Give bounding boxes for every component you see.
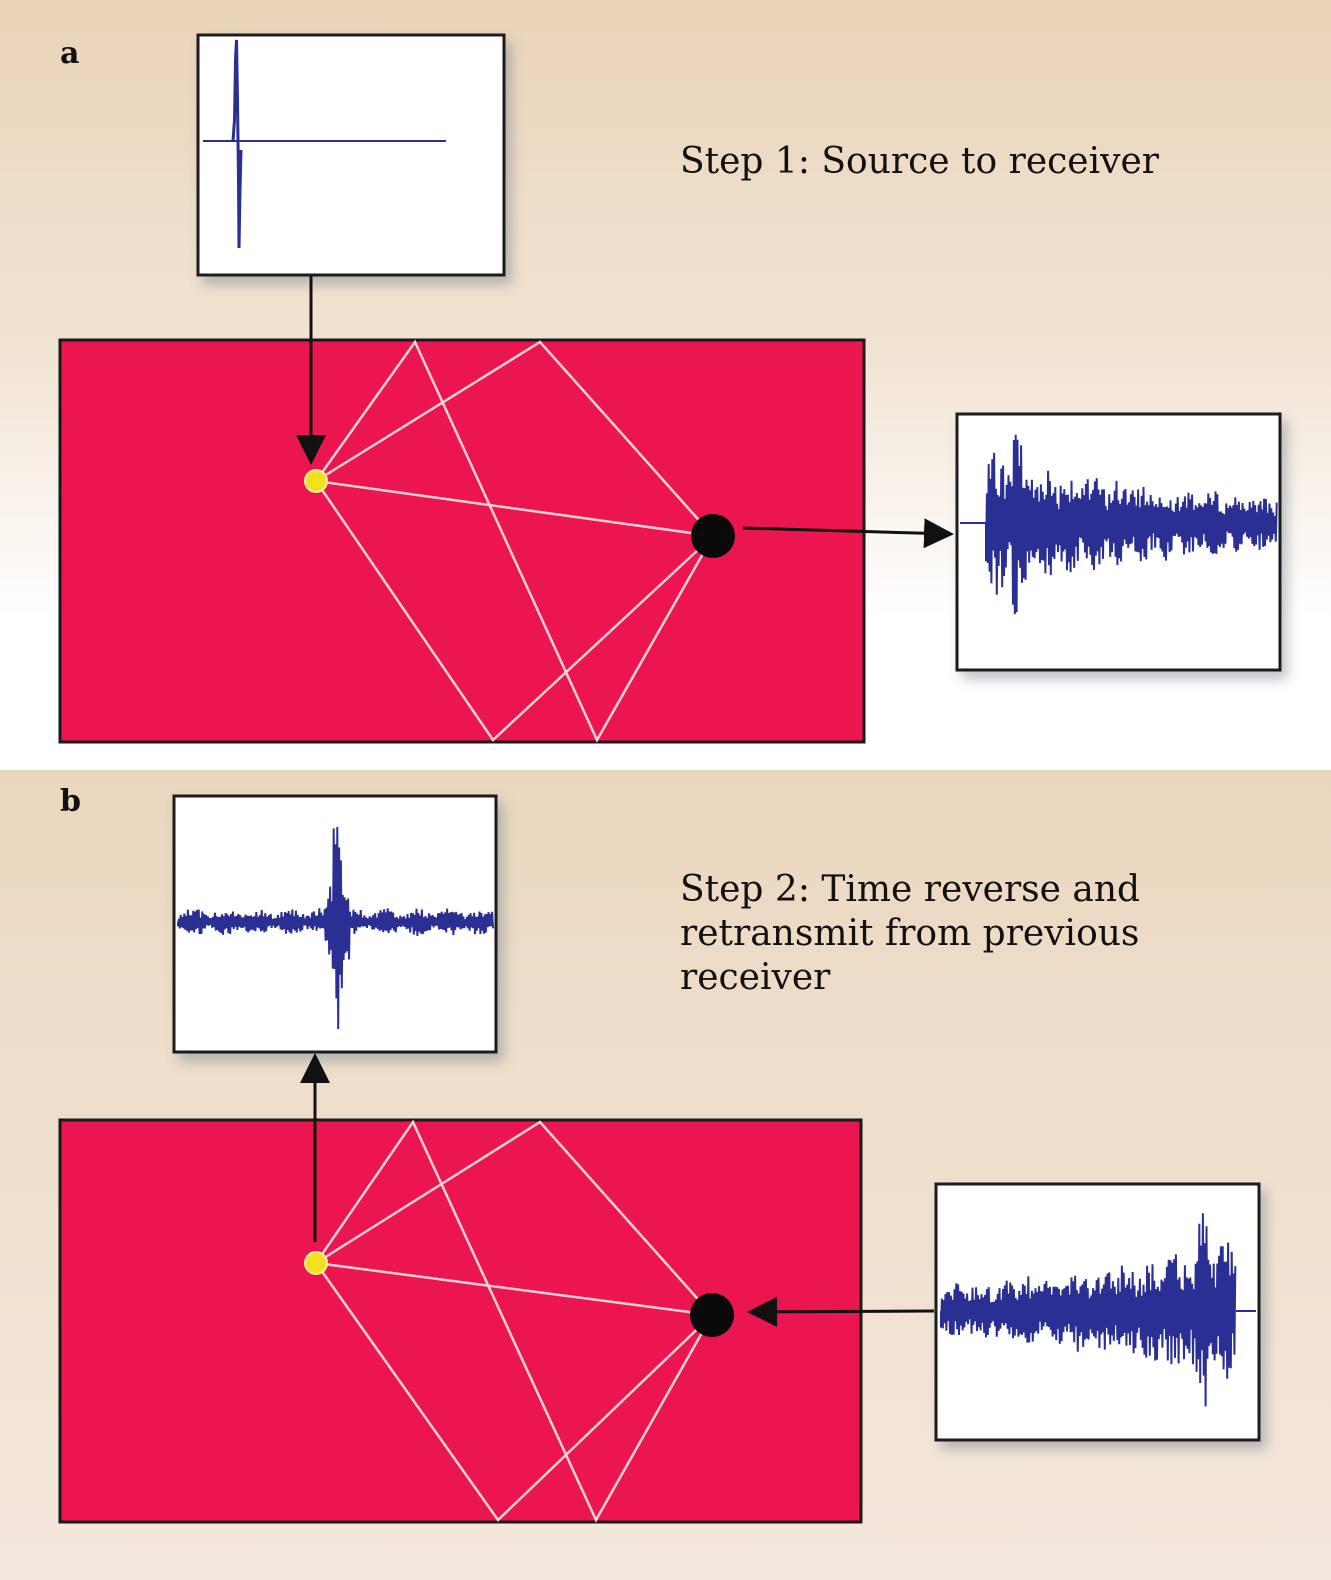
ray-paths-a (314, 339, 715, 743)
source-icon-b (304, 1251, 328, 1275)
ray-paths-b (314, 1119, 714, 1523)
step-1-text: Step 1: Source to receiver (680, 141, 1159, 182)
refocused-signal-plot (172, 794, 498, 1054)
source-pulse-plot (196, 33, 506, 277)
medium-b (58, 1118, 863, 1524)
time-reversed-signal-plot (934, 1182, 1261, 1442)
source-icon-a (304, 469, 328, 493)
medium-a (58, 338, 866, 744)
panel-a-letter: a (60, 36, 80, 71)
received-waveform (985, 434, 1278, 615)
panel-a-diagram (58, 33, 1282, 744)
arrow-receiver-to-plot (742, 518, 954, 549)
source-pulse-waveform (231, 39, 243, 249)
panel-a: a Step 1: Source to receiver (0, 0, 1331, 770)
arrow-plot-to-receiver (747, 1296, 935, 1327)
step-2-text: Step 2: Time reverse and retransmit from… (680, 869, 1141, 998)
receiver-icon-a (691, 514, 735, 558)
time-reversed-waveform (940, 1213, 1237, 1407)
panel-b-diagram (58, 794, 1261, 1524)
panel-b: b Step 2: Time reverse and retransmit fr… (0, 770, 1331, 1580)
panel-b-letter: b (60, 784, 81, 819)
receiver-icon-b (690, 1293, 734, 1337)
received-signal-plot (955, 412, 1282, 672)
refocused-waveform (177, 826, 494, 1030)
